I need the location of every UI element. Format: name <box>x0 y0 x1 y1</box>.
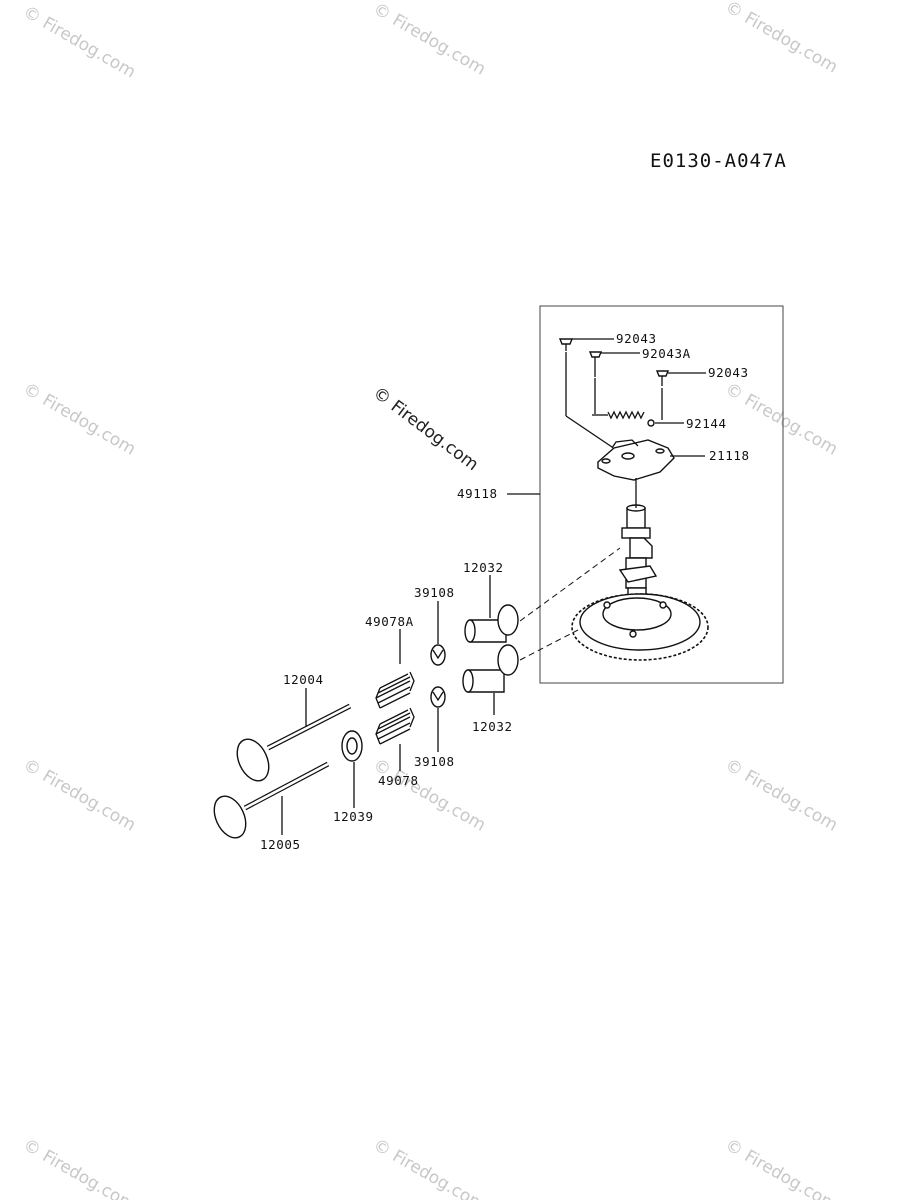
tappet-12032-bottom <box>462 629 579 715</box>
callout-92043A: 92043A <box>642 346 691 361</box>
watermark-tile: © Firedog.com <box>370 1135 489 1200</box>
callout-92043-top: 92043 <box>616 331 657 346</box>
callout-12032-bottom: 12032 <box>472 719 513 734</box>
valve-12004 <box>236 688 352 782</box>
callout-49078A: 49078A <box>365 614 414 629</box>
camshaft <box>618 478 658 613</box>
callout-12005: 12005 <box>260 837 301 852</box>
watermark-tile: © Firedog.com <box>370 0 489 80</box>
bolt-92043-top <box>558 338 614 351</box>
callout-39108-top: 39108 <box>414 585 455 600</box>
plate-21118 <box>597 439 705 481</box>
callout-49078: 49078 <box>378 773 419 788</box>
cam-gear <box>571 593 709 661</box>
watermark-tile: © Firedog.com <box>722 755 841 836</box>
callout-21118: 21118 <box>709 448 750 463</box>
callout-39108-bottom: 39108 <box>414 754 455 769</box>
callout-92144: 92144 <box>686 416 727 431</box>
callout-12039: 12039 <box>333 809 374 824</box>
diagram-code: E0130-A047A <box>650 150 787 172</box>
retainer-39108-bottom <box>430 686 446 752</box>
valve-spring-49078 <box>375 707 415 771</box>
spring-seat-12039 <box>341 730 363 808</box>
bolt-92043A <box>588 351 640 377</box>
spring-92144 <box>592 410 684 427</box>
callout-12032-top: 12032 <box>463 560 504 575</box>
tappet-12032-top <box>464 547 621 643</box>
watermark-tile: © Firedog.com <box>722 1135 841 1200</box>
callout-49118: 49118 <box>457 486 498 501</box>
watermark-tile: © Firedog.com <box>20 2 139 83</box>
callout-92043-right: 92043 <box>708 365 749 380</box>
retainer-39108-top <box>430 601 446 666</box>
bolt-92043-right <box>655 370 706 386</box>
watermark-tile: © Firedog.com <box>722 0 841 78</box>
valve-spring-49078A <box>375 629 415 709</box>
watermark-tile: © Firedog.com <box>20 379 139 460</box>
callout-12004: 12004 <box>283 672 324 687</box>
watermark-tiles: © Firedog.com © Firedog.com © Firedog.co… <box>20 0 841 1200</box>
valve-12005 <box>213 761 330 839</box>
watermark-tile: © Firedog.com <box>20 1135 139 1200</box>
watermark-main: © Firedog.com <box>369 383 482 475</box>
watermark-tile: © Firedog.com <box>20 755 139 836</box>
